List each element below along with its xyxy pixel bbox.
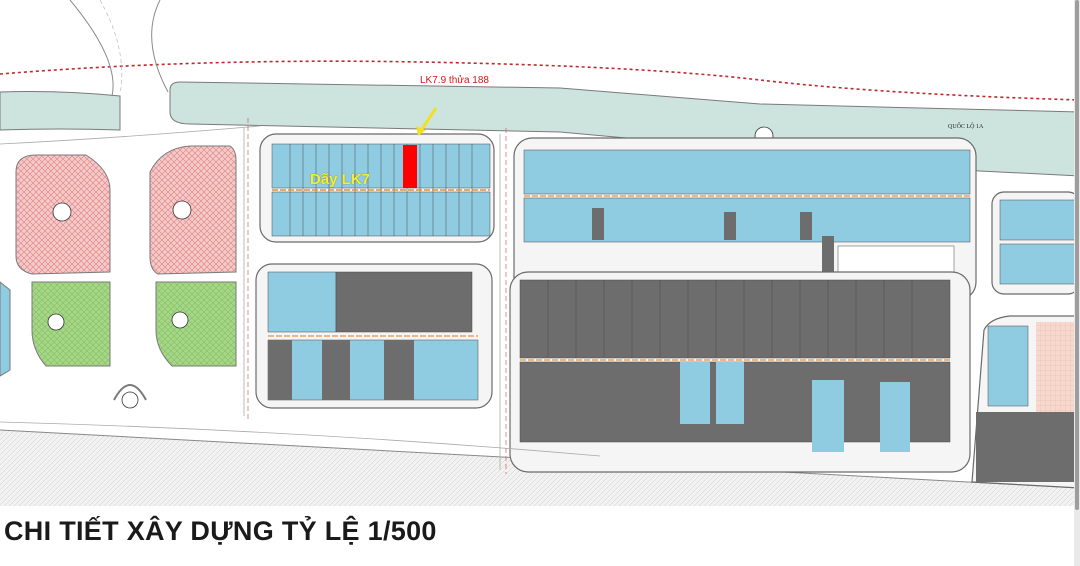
left-park-1: [31, 281, 111, 367]
highlight-arrow: [418, 107, 438, 133]
left-park-2: [155, 281, 237, 367]
boundary-line-north: [0, 60, 1080, 101]
plan-title: CHI TIẾT XÂY DỰNG TỶ LỆ 1/500: [4, 516, 437, 546]
row-label: Dãy LK7: [310, 171, 371, 188]
left-block-red-2: [149, 145, 237, 275]
scrollbar[interactable]: [1074, 0, 1080, 566]
title-strip-background: [0, 506, 1080, 566]
road-label: QUỐC LỘ 1A: [948, 124, 984, 130]
scrollbar-thumb[interactable]: [1075, 0, 1079, 510]
highlight-lot-lk7-9: [403, 145, 417, 188]
highlight-lot-label: LK7.9 thửa 188: [420, 75, 489, 86]
